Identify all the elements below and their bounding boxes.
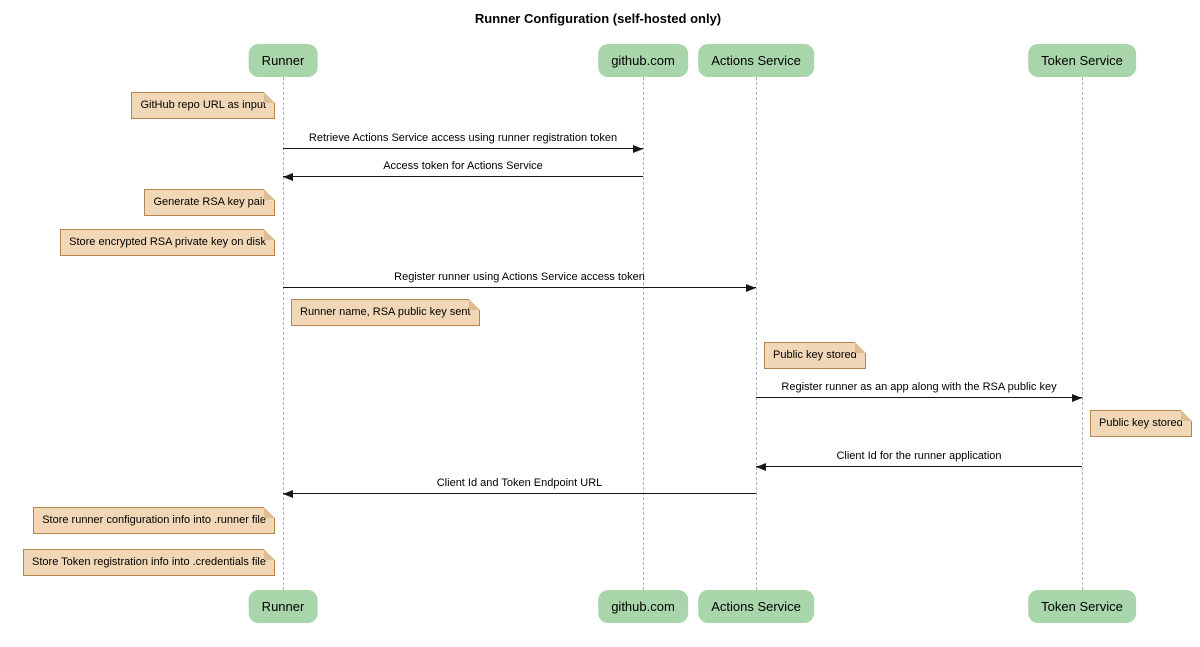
note: GitHub repo URL as input <box>131 92 275 119</box>
participant-actions-bottom: Actions Service <box>698 590 814 623</box>
participant-runner-top: Runner <box>248 44 318 77</box>
message-arrowhead-icon <box>283 172 293 181</box>
message-line <box>756 397 1082 398</box>
lifeline-actions <box>756 77 757 590</box>
participant-token-top: Token Service <box>1028 44 1136 77</box>
lifeline-github <box>643 77 644 590</box>
note: Generate RSA key pair <box>144 189 275 216</box>
note: Public key stored <box>1090 410 1192 437</box>
lifeline-token <box>1082 77 1083 590</box>
message-label: Client Id and Token Endpoint URL <box>436 477 603 489</box>
message-arrowhead-icon <box>283 489 293 498</box>
note: Runner name, RSA public key sent <box>291 299 480 326</box>
message-arrowhead-icon <box>746 283 756 292</box>
message-label: Retrieve Actions Service access using ru… <box>308 132 618 144</box>
note: Store Token registration info into .cred… <box>23 549 275 576</box>
message-line <box>283 493 756 494</box>
message-label: Register runner as an app along with the… <box>781 381 1057 393</box>
note: Public key stored <box>764 342 866 369</box>
message-arrowhead-icon <box>756 462 766 471</box>
message-arrowhead-icon <box>633 144 643 153</box>
participant-actions-top: Actions Service <box>698 44 814 77</box>
participant-token-bottom: Token Service <box>1028 590 1136 623</box>
note: Store encrypted RSA private key on disk <box>60 229 275 256</box>
message-line <box>283 148 643 149</box>
message-label: Access token for Actions Service <box>383 160 543 172</box>
participant-github-bottom: github.com <box>598 590 688 623</box>
message-label: Register runner using Actions Service ac… <box>394 271 645 283</box>
message-line <box>756 466 1082 467</box>
message-arrowhead-icon <box>1072 393 1082 402</box>
lifeline-runner <box>283 77 284 590</box>
diagram-title: Runner Configuration (self-hosted only) <box>474 11 722 26</box>
participant-github-top: github.com <box>598 44 688 77</box>
message-line <box>283 287 756 288</box>
participant-runner-bottom: Runner <box>248 590 318 623</box>
message-label: Client Id for the runner application <box>836 450 1002 462</box>
note: Store runner configuration info into .ru… <box>33 507 275 534</box>
message-line <box>283 176 643 177</box>
